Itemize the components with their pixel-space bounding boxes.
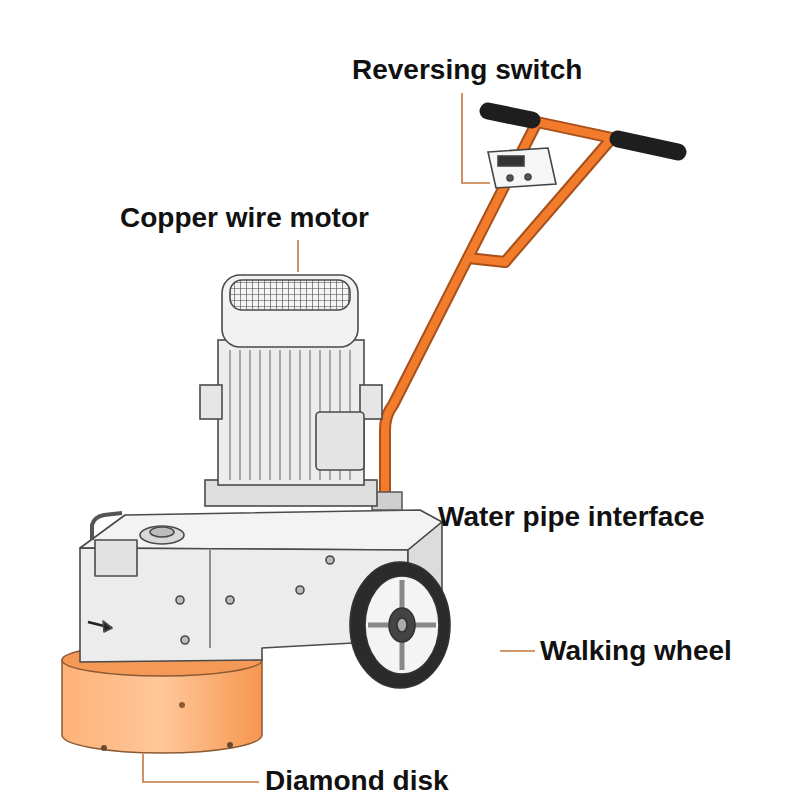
base-housing-shape: [103, 621, 112, 632]
base-housing-shape: [226, 596, 234, 604]
base-housing-shape: [150, 527, 174, 537]
motor-shape: [316, 412, 364, 470]
handle-frame-shape: [385, 122, 612, 505]
handle-frame-shape-shape: [468, 258, 505, 262]
base-housing-shape: [326, 556, 334, 564]
motor-shape: [200, 385, 222, 419]
walking-wheel-shape: [350, 562, 450, 688]
handle-frame: [372, 111, 678, 510]
part-label: Copper wire motor: [120, 201, 369, 235]
handle-frame-shape: [488, 111, 678, 152]
diamond-disk-shape: [101, 745, 107, 751]
walking-wheel-shape-shape: [368, 580, 436, 670]
motor-shape: [218, 340, 364, 485]
base-housing-shape: [181, 636, 189, 644]
walking-wheel-shape: [389, 608, 415, 642]
walking-wheel-shape: [365, 576, 439, 674]
diamond-disk-shape: [179, 702, 185, 708]
handle-frame-shape-shape: [618, 139, 678, 152]
handle-frame-shape-shape: [537, 122, 612, 138]
walking-wheel-shape: [397, 618, 407, 632]
walking-wheel: [350, 562, 450, 688]
base-housing-shape: [92, 513, 122, 540]
base-housing-shape: [209, 550, 211, 648]
leader-lines-shape: [297, 240, 299, 272]
motor-shape: [222, 275, 358, 347]
switch-box-shape: [498, 156, 524, 166]
switch-box-shape: [507, 175, 513, 181]
motor-shape: [230, 280, 350, 310]
switch-box: [488, 148, 556, 188]
base-housing-shape: [95, 540, 137, 576]
part-label: Diamond disk: [265, 764, 449, 798]
motor: [200, 275, 382, 506]
handle-frame-shape-shape: [468, 258, 505, 262]
leader-lines-shape: [143, 754, 259, 782]
part-label: Water pipe interface: [438, 500, 705, 534]
switch-box-shape: [488, 148, 556, 188]
leader-lines-shape: [500, 650, 535, 652]
part-label: Walking wheel: [540, 634, 732, 668]
part-label: Reversing switch: [352, 53, 582, 87]
diamond-disk-shape: [227, 742, 233, 748]
walking-wheel-shape: [368, 580, 436, 670]
handle-frame-shape-shape: [537, 122, 612, 138]
base-housing-shape: [296, 586, 304, 594]
switch-box-shape: [525, 174, 531, 180]
handle-frame-shape: [385, 122, 612, 505]
handle-frame-shape-shape: [488, 111, 532, 120]
base-housing-shape: [140, 526, 184, 544]
base-housing-shape: [176, 596, 184, 604]
